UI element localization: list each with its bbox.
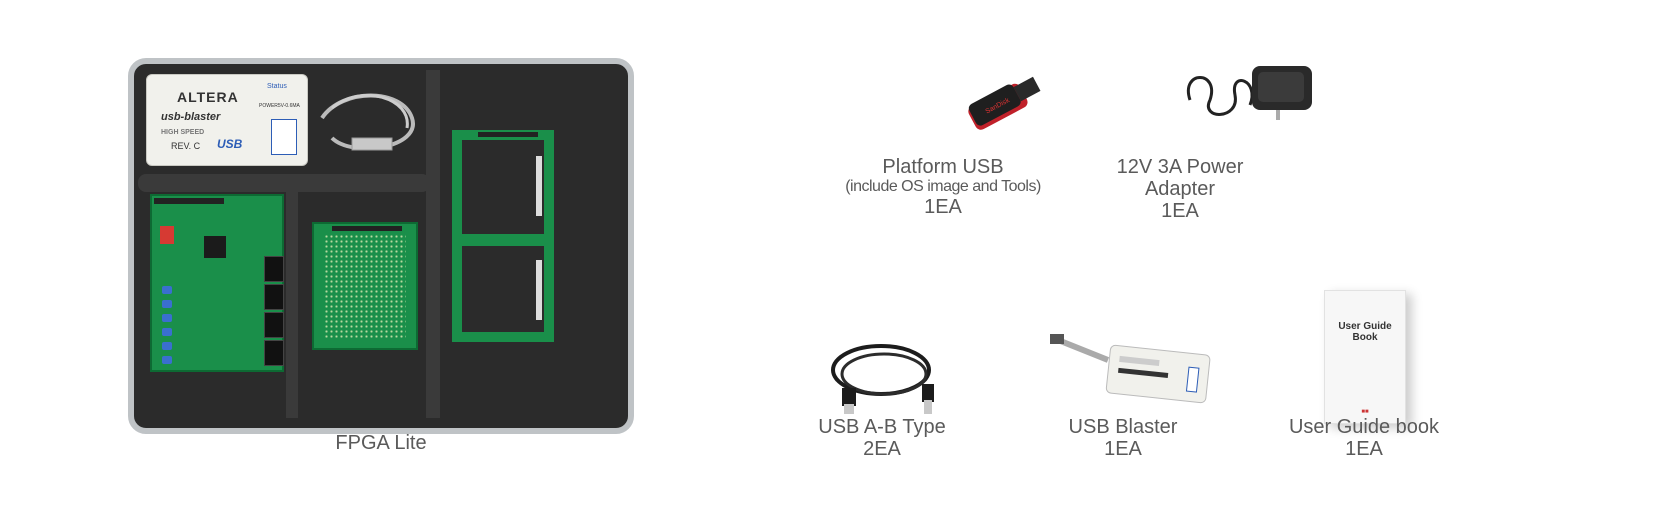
proto-header xyxy=(332,226,402,231)
book-logo: ■■ xyxy=(1361,409,1369,415)
book-cover-title: User Guide Book xyxy=(1338,321,1392,343)
usb-cable-qty: 2EA xyxy=(863,438,901,460)
seven-seg-2 xyxy=(264,284,284,310)
expansion-crossbar xyxy=(452,234,554,246)
blaster-brand: ALTERA xyxy=(177,89,239,105)
expansion-board xyxy=(452,130,554,342)
seven-seg-1 xyxy=(264,256,284,282)
platform-usb-sub: (include OS image and Tools) xyxy=(845,178,1041,195)
push-button-5 xyxy=(162,342,172,350)
book-icon: User Guide Book ■■ xyxy=(1324,290,1406,424)
fpga-kit-caption: FPGA Lite xyxy=(335,432,427,454)
blaster-led-panel xyxy=(271,119,297,155)
platform-usb-caption: Platform USB (include OS image and Tools… xyxy=(843,156,1043,218)
red-dip-switch xyxy=(160,226,174,244)
push-button-3 xyxy=(162,314,172,322)
usb-blaster-qty: 1EA xyxy=(1104,438,1142,460)
power-adapter-icon xyxy=(1186,66,1312,120)
power-adapter-qty: 1EA xyxy=(1161,200,1199,222)
power-adapter-caption: 12V 3A Power Adapter 1EA xyxy=(1080,156,1280,222)
fpga-chip xyxy=(204,236,226,258)
blaster-rev: REV. C xyxy=(171,141,201,151)
seven-seg-3 xyxy=(264,312,284,338)
usb-blaster-caption: USB Blaster 1EA xyxy=(1023,416,1223,460)
usb-blaster-icon xyxy=(1050,334,1211,404)
push-button-1 xyxy=(162,286,172,294)
fpga-main-board xyxy=(150,194,284,372)
power-adapter-name: 12V 3A Power Adapter xyxy=(1116,156,1244,200)
blaster-status: Status xyxy=(267,83,287,90)
usb-cable-caption: USB A-B Type 2EA xyxy=(782,416,982,460)
user-guide-qty: 1EA xyxy=(1345,438,1383,460)
fpga-kit-case: ALTERA usb-blaster HIGH SPEED REV. C Sta… xyxy=(128,58,634,434)
expansion-connector-1 xyxy=(536,156,542,216)
usb-blaster-name: USB Blaster xyxy=(1068,416,1178,438)
blaster-power: POWER5V-0.6MA xyxy=(259,103,300,109)
expansion-connector-2 xyxy=(536,260,542,320)
expansion-header-top xyxy=(478,132,538,137)
foam-divider-vertical-2 xyxy=(426,70,440,418)
usb-blaster-device: ALTERA usb-blaster HIGH SPEED REV. C Sta… xyxy=(146,74,308,166)
prototype-grid xyxy=(324,234,406,338)
foam-divider-vertical-1 xyxy=(286,192,298,418)
push-button-2 xyxy=(162,300,172,308)
platform-usb-qty: 1EA xyxy=(924,195,962,218)
usb-cable-name: USB A-B Type xyxy=(818,416,946,438)
blaster-usb: USB xyxy=(217,137,243,151)
push-button-4 xyxy=(162,328,172,336)
platform-usb-name: Platform USB xyxy=(882,156,1004,178)
seven-seg-4 xyxy=(264,340,284,366)
push-button-6 xyxy=(162,356,172,364)
board-header xyxy=(154,198,224,204)
blaster-name: usb-blaster xyxy=(161,111,221,123)
blaster-speed: HIGH SPEED xyxy=(161,129,205,136)
usb-drive-icon: SanDisk xyxy=(968,76,1041,130)
user-guide-name: User Guide book xyxy=(1288,416,1440,438)
usb-cable-icon xyxy=(831,344,934,414)
prototype-board xyxy=(312,222,418,350)
user-guide-caption: User Guide book 1EA xyxy=(1264,416,1464,460)
cable-coil xyxy=(320,93,415,151)
foam-divider-horizontal xyxy=(138,174,430,192)
